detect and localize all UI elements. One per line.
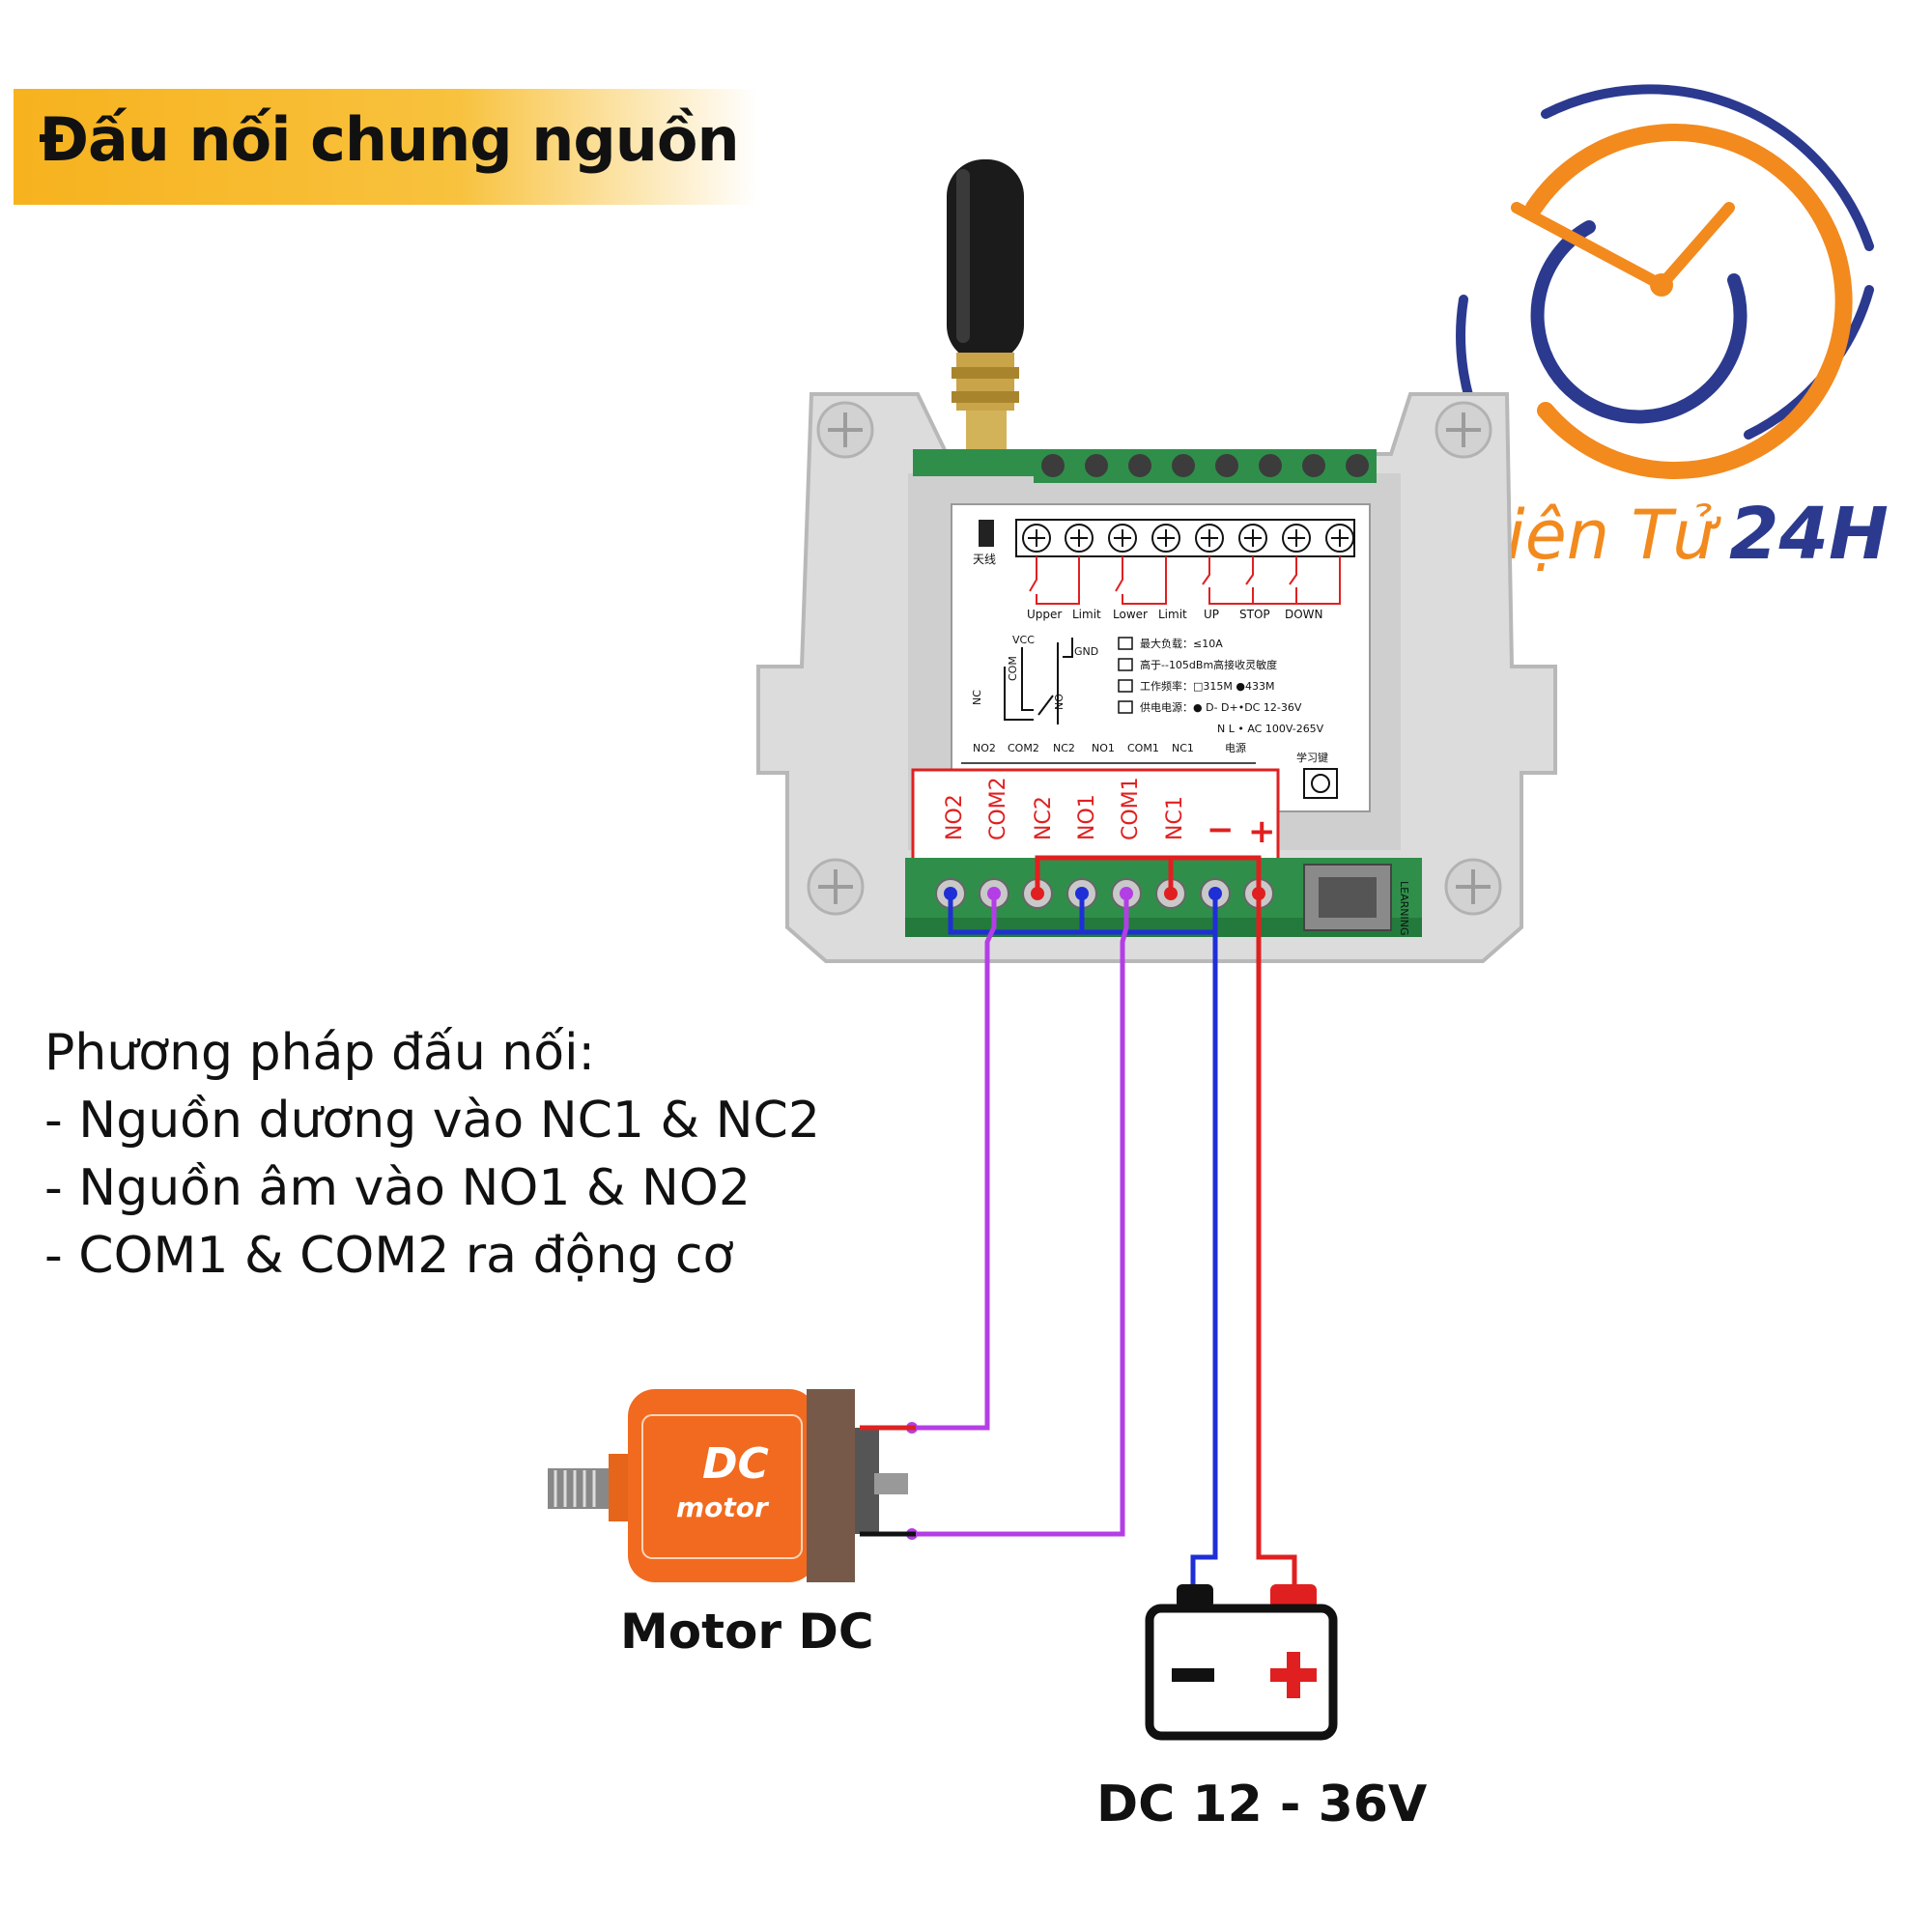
terminal-label-box <box>911 768 1280 868</box>
print-power: 电源 <box>1225 741 1246 754</box>
wire-nc-bridge <box>1035 855 1174 894</box>
battery-caption: DC 12 - 36V <box>1096 1776 1428 1833</box>
wire-dots <box>906 887 1265 1540</box>
antenna-symbol <box>979 520 994 547</box>
terminal-label-plus: + <box>1248 812 1276 851</box>
method-heading: Phương pháp đấu nối: <box>44 1024 596 1082</box>
spec-max-load: 最大负载：≤10A <box>1140 637 1223 650</box>
print-nc1: NC1 <box>1172 742 1194 754</box>
spec-power-dc: 供电电源：● D- D+•DC 12-36V <box>1140 700 1302 714</box>
limit-switch-lines <box>1029 556 1341 605</box>
logo-brand-number: 24H <box>1729 493 1889 576</box>
battery-illustration <box>1145 1584 1338 1741</box>
print-no2: NO2 <box>973 742 996 754</box>
label-upper: Upper <box>1027 608 1062 621</box>
print-no1: NO1 <box>1092 742 1115 754</box>
learn-key-print <box>1303 768 1338 799</box>
method-line-positive: - Nguồn dương vào NC1 & NC2 <box>44 1092 820 1150</box>
motor-badge-motor: motor <box>676 1492 770 1523</box>
learn-key-print-circle <box>1311 774 1330 793</box>
print-nc2: NC2 <box>1053 742 1075 754</box>
title-banner <box>14 89 757 205</box>
top-terminal-screws <box>1022 524 1354 553</box>
label-stop: STOP <box>1239 608 1270 621</box>
motor-caption: Motor DC <box>620 1604 874 1660</box>
method-line-motor: - COM1 & COM2 ra động cơ <box>44 1227 734 1285</box>
wires <box>916 855 1297 1589</box>
schem-vcc: VCC <box>1012 634 1035 646</box>
method-line-negative: - Nguồn âm vào NO1 & NO2 <box>44 1159 751 1217</box>
label-up: UP <box>1204 608 1219 621</box>
label-limit-1: Limit <box>1072 608 1101 621</box>
antenna <box>947 159 1024 483</box>
wire-com1-to-motor <box>916 894 1129 1537</box>
motor-badge-dc: DC <box>702 1439 769 1489</box>
page-title: Đấu nối chung nguồn <box>39 104 740 175</box>
terminal-label-no2: NO2 <box>943 794 967 840</box>
terminal-label-minus: − <box>1207 810 1235 849</box>
schem-gnd: GND <box>1074 645 1098 658</box>
spec-checkboxes <box>1118 637 1133 714</box>
schem-no: NO <box>1053 694 1065 710</box>
schem-nc: NC <box>971 690 983 705</box>
clock-icon <box>1456 84 1874 480</box>
learning-side-label: LEARNING <box>1398 881 1410 935</box>
terminal-label-nc2: NC2 <box>1032 796 1056 840</box>
connection-method: Phương pháp đấu nối: - Nguồn dương vào N… <box>44 1019 820 1290</box>
motor-dc-illustration <box>548 1389 916 1582</box>
schem-com: COM <box>1007 656 1019 681</box>
label-lower: Lower <box>1113 608 1148 621</box>
terminal-label-no1: NO1 <box>1075 794 1099 840</box>
learning-button <box>1303 864 1392 931</box>
learn-key-label: 学习键 <box>1296 751 1328 764</box>
terminal-label-com1: COM1 <box>1119 777 1143 840</box>
print-com2: COM2 <box>1008 742 1039 754</box>
print-com1: COM1 <box>1127 742 1159 754</box>
terminal-label-com2: COM2 <box>986 777 1010 840</box>
wire-com2-to-motor <box>916 894 997 1431</box>
spec-power-ac: N L • AC 100V-265V <box>1217 723 1324 735</box>
spec-sensitivity: 高于--105dBm高接收灵敏度 <box>1140 658 1277 671</box>
label-limit-2: Limit <box>1158 608 1187 621</box>
label-down: DOWN <box>1285 608 1323 621</box>
relay-schematic <box>1004 638 1073 724</box>
wire-positive-to-battery <box>1256 894 1297 1589</box>
wire-negative-to-battery <box>1190 932 1218 1589</box>
wire-positive-bridge <box>1171 855 1262 894</box>
antenna-label: 天线 <box>973 553 996 566</box>
spec-frequency: 工作频率：□315M ●433M <box>1140 679 1274 693</box>
terminal-label-nc1: NC1 <box>1163 796 1187 840</box>
